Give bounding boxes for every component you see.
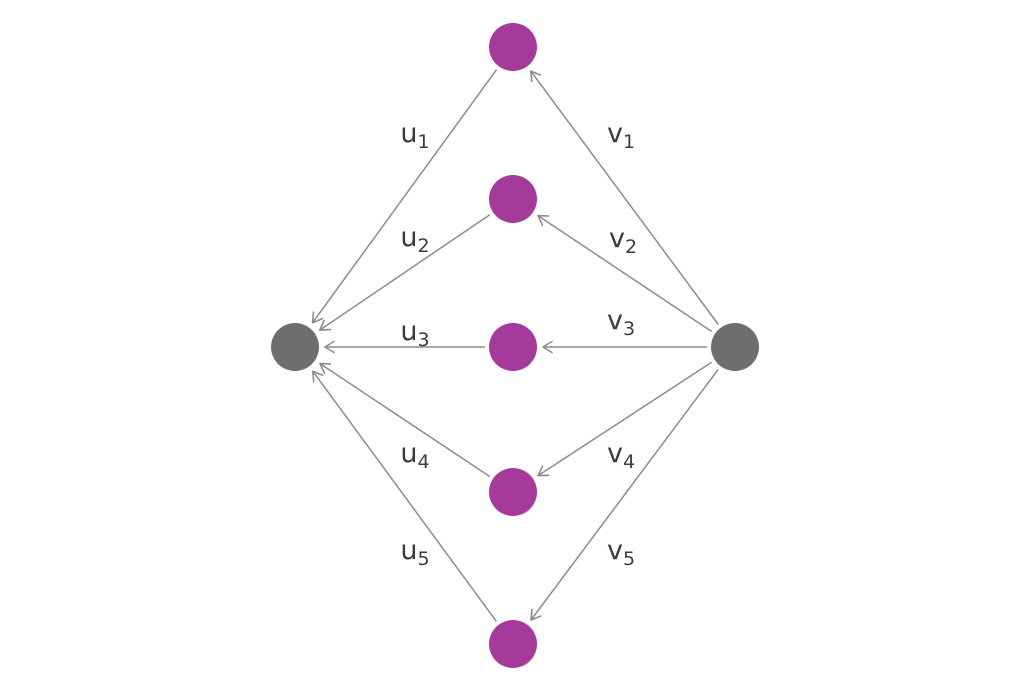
edges-layer (311, 69, 719, 622)
node-left (271, 323, 319, 371)
node-m4 (489, 468, 537, 516)
edge-v5 (530, 368, 719, 621)
edge-u4 (319, 362, 491, 478)
node-m3 (489, 323, 537, 371)
labels-layer: u1 u2 u3 u4 u5 v1 v2 v3 v4 v5 (400, 118, 637, 570)
node-right (711, 323, 759, 371)
edge-label-u4: u4 (400, 438, 429, 473)
edge-label-v4: v4 (607, 438, 635, 473)
nodes-layer (271, 23, 759, 668)
edge-label-u5: u5 (400, 535, 429, 570)
edge-label-v2: v2 (609, 223, 637, 258)
edge-u5 (311, 370, 498, 622)
edge-label-u1: u1 (400, 118, 429, 153)
edge-label-v3: v3 (607, 305, 635, 340)
edge-v1 (529, 70, 719, 325)
node-m1 (489, 23, 537, 71)
edge-v4 (537, 361, 713, 477)
node-m5 (489, 620, 537, 668)
edge-label-u3: u3 (400, 316, 429, 351)
node-m2 (489, 175, 537, 223)
edge-u2 (318, 214, 491, 331)
edge-label-v1: v1 (607, 118, 635, 153)
edge-u1 (311, 69, 498, 324)
edge-label-u2: u2 (400, 222, 429, 257)
edge-label-v5: v5 (607, 535, 635, 570)
edge-v2 (537, 214, 713, 333)
